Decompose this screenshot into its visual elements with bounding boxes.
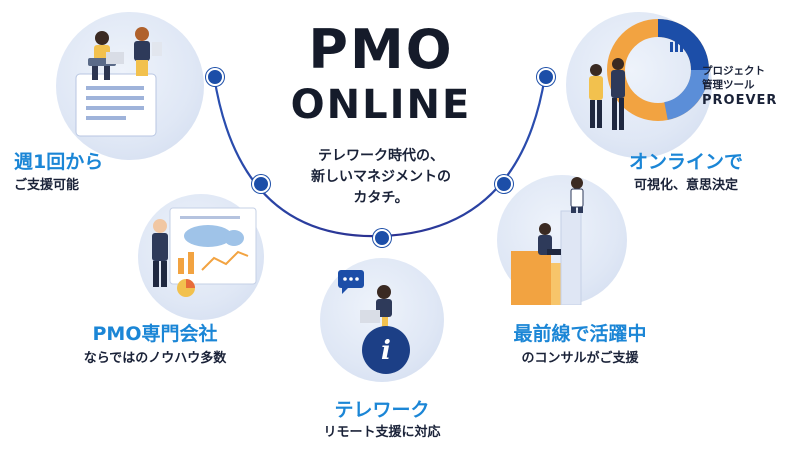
logo-online: ONLINE <box>290 82 472 128</box>
arc-node-mid-right <box>495 175 513 193</box>
illustration-frontline <box>497 175 627 306</box>
illustration-pmo-firm <box>138 194 264 320</box>
meeting-people-illustration <box>75 27 162 137</box>
feature-pmo-firm-sub: ならではのノウハウ多数 <box>83 351 227 366</box>
feature-frontline-sub: のコンサルがご支援 <box>521 351 639 366</box>
feature-online-title: オンラインで <box>628 151 743 173</box>
feature-telework: テレワーク リモート支援に対応 <box>282 398 482 442</box>
feature-pmo-firm-title: PMO専門会社 <box>92 323 218 345</box>
remote-worker-illustration: i <box>338 270 410 374</box>
arc-node-top-right <box>537 68 555 86</box>
illustration-telework: i <box>320 258 444 382</box>
proever-name: PROEVER <box>702 93 778 108</box>
svg-text:i: i <box>381 336 391 366</box>
feature-online-sub: 可視化、意思決定 <box>633 178 738 193</box>
logo-pmo: PMO <box>308 18 454 81</box>
feature-telework-title: テレワーク <box>334 399 430 421</box>
presentation-illustration <box>152 207 257 297</box>
feature-frontline-title: 最前線で活躍中 <box>513 323 647 345</box>
feature-weekly-title: 週1回から <box>14 151 104 173</box>
proever-brand: プロジェクト 管理ツール PROEVER <box>702 64 798 110</box>
bar-chart-icon <box>178 258 184 274</box>
tagline-line-3: カタチ。 <box>353 190 409 206</box>
feature-frontline: 最前線で活躍中 のコンサルがご支援 <box>470 322 690 368</box>
proever-line-1: プロジェクト <box>702 65 765 77</box>
feature-weekly-sub: ご支援可能 <box>14 178 80 193</box>
tagline: テレワーク時代の、 新しいマネジメントの カタチ。 <box>270 146 492 209</box>
feature-telework-sub: リモート支援に対応 <box>323 425 441 440</box>
proever-line-2: 管理ツール <box>702 79 755 91</box>
dashboard-illustration <box>589 19 709 130</box>
illustration-online <box>566 12 712 158</box>
info-icon <box>362 326 410 374</box>
arc-node-bottom <box>373 229 391 247</box>
arc-node-mid-left <box>252 175 270 193</box>
arc-node-top-left <box>206 68 224 86</box>
feature-pmo-firm: PMO専門会社 ならではのノウハウ多数 <box>40 322 270 368</box>
tagline-line-2: 新しいマネジメントの <box>311 169 451 185</box>
illustration-weekly <box>56 12 204 160</box>
consultants-illustration <box>511 177 584 306</box>
feature-weekly: 週1回から ご支援可能 <box>14 150 164 195</box>
feature-online: オンラインで 可視化、意思決定 <box>586 150 786 195</box>
tagline-line-1: テレワーク時代の、 <box>318 148 444 164</box>
